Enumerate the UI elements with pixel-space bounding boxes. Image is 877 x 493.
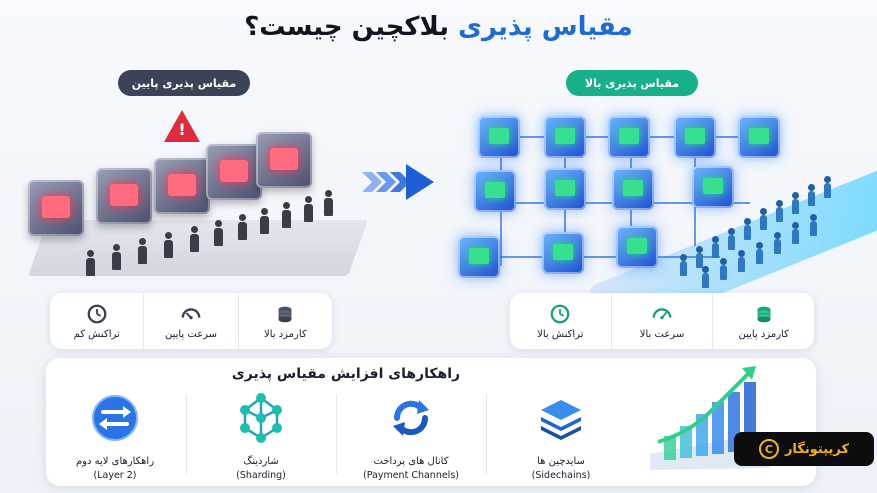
solution-name: راهکارهای لایه دوم [75,456,155,467]
title-rest: بلاکچین چیست؟ [244,12,459,42]
swap-arrows-icon [92,395,138,441]
block-cube [256,132,312,188]
person-icon [760,208,767,230]
block-cube [544,116,586,158]
person-icon [112,244,121,270]
network-nodes-icon [240,393,282,443]
stat-label: سرعت پایین [164,328,218,340]
stat-low-speed: سرعت پایین [143,293,237,349]
page-title: مقیاس پذیری بلاکچین چیست؟ [0,12,877,42]
divider [186,394,187,474]
block-cube [458,236,500,278]
person-icon [696,246,703,268]
clock-icon [87,304,107,323]
solutions-title: راهکارهای افزایش مقیاس پذیری [231,366,461,382]
solution-en: (Payment Channels) [363,470,459,481]
speedometer-icon [652,307,672,319]
high-scalability-stats: کارمزد پایین سرعت بالا تراکنش بالا [510,293,814,349]
person-icon [738,250,745,272]
solution-layer2: راهکارهای لایه دوم (Layer 2) [50,390,180,481]
person-icon [260,208,269,234]
title-accent: مقیاس پذیری [458,12,633,42]
stat-label: کارمزد بالا [264,328,307,340]
low-scalability-stats: کارمزد بالا سرعت پایین تراکنش کم [50,293,332,349]
person-icon [810,214,817,236]
block-cube [154,158,210,214]
person-icon [824,176,831,198]
brand-mark-icon: C [758,439,779,459]
person-icon [776,200,783,222]
speedometer-icon [181,307,201,319]
block-cube [96,168,152,224]
high-scalability-illustration [440,96,877,347]
block-cube [608,116,650,158]
stat-low-fee: کارمزد پایین [712,293,814,349]
block-cube [206,144,262,200]
person-icon [720,258,727,280]
person-icon [304,196,313,222]
coins-icon [278,306,292,322]
person-icon [214,220,223,246]
person-icon [792,192,799,214]
person-icon [138,238,147,264]
person-icon [282,202,291,228]
block-cube [28,180,84,236]
person-icon [744,218,751,240]
person-icon [190,226,199,252]
brand-logo: کریپتونگار C [734,432,874,466]
block-cube [544,168,586,210]
transition-arrow-icon [362,164,434,200]
person-icon [164,232,173,258]
divider [336,394,337,474]
solution-name: کانال های پرداخت [373,456,449,467]
block-cube [616,226,658,268]
block-cube [612,168,654,210]
brand-name: کریپتونگار [784,441,850,457]
coins-icon [757,306,771,322]
warning-icon [164,110,200,142]
block-cube [478,116,520,158]
low-scalability-label: مقیاس پذیری پایین [118,70,250,96]
solution-en: (Sidechains) [531,470,591,481]
person-icon [324,190,333,216]
stat-label: کارمزد پایین [738,328,789,340]
solution-name: شاردینگ [243,456,279,467]
person-icon [792,222,799,244]
stat-few-tx: تراکنش کم [50,293,143,349]
person-icon [712,236,719,258]
person-icon [808,184,815,206]
stat-label: سرعت بالا [639,328,685,340]
block-cube [738,116,780,158]
solution-en: (Layer 2) [93,470,137,481]
high-scalability-label: مقیاس پذیری بالا [566,70,698,96]
block-cube [674,116,716,158]
person-icon [702,266,709,288]
low-scalability-illustration: ! [8,100,369,290]
solution-name: سایدچین ها [537,456,585,467]
stat-high-speed: سرعت بالا [610,293,713,349]
solution-sharding: شاردینگ (Sharding) [196,390,326,481]
stat-high-fee: کارمزد بالا [237,293,332,349]
clock-icon [550,304,570,323]
refresh-cycle-icon [393,400,429,436]
stat-label: تراکنش بالا [537,328,584,340]
person-icon [86,250,95,276]
person-icon [680,254,687,276]
block-cube [692,166,734,208]
solution-sidechains: سایدچین ها (Sidechains) [496,390,626,481]
person-icon [756,242,763,264]
block-cube [542,232,584,274]
stat-label: تراکنش کم [73,328,120,340]
person-icon [774,232,781,254]
solution-payment-channels: کانال های پرداخت (Payment Channels) [346,390,476,481]
person-icon [238,214,247,240]
solution-en: (Sharding) [236,470,286,481]
stat-many-tx: تراکنش بالا [510,293,611,349]
block-cube [474,170,516,212]
person-icon [728,228,735,250]
layers-icon [541,400,581,440]
divider [486,394,487,474]
